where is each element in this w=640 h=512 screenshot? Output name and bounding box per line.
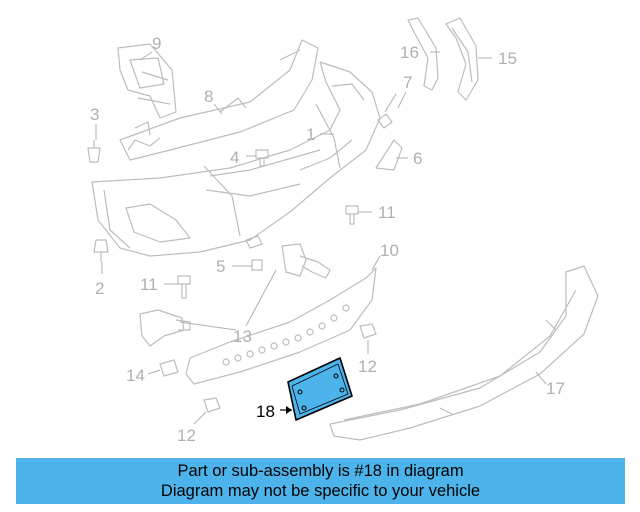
part-14-bolt: [159, 359, 179, 377]
part-17-spoiler: [329, 265, 599, 441]
callout-4: 4: [230, 148, 239, 167]
part-7-clip: [377, 93, 397, 129]
callout-12-upper: 12: [358, 357, 377, 376]
callout-numbers: 9 8 3 4 1 6 7 16 15 11 2 11 5 10 13 14 1…: [90, 34, 565, 445]
part-10-reinforcement: [185, 267, 377, 385]
callout-16: 16: [400, 43, 419, 62]
part-15-molding: [445, 17, 479, 101]
callout-10: 10: [380, 241, 399, 260]
callout-9: 9: [152, 34, 161, 53]
callout-3: 3: [90, 105, 99, 124]
part-13-bracket-right: [281, 243, 331, 279]
part-11-bolt-upper: [345, 205, 359, 225]
callout-11-upper: 11: [378, 203, 396, 222]
callout-18: 18: [256, 402, 275, 421]
part-18-license-bracket[interactable]: [287, 357, 353, 421]
banner-line-1: Part or sub-assembly is #18 in diagram: [177, 462, 464, 480]
part-1-bumper-cover: [91, 61, 381, 257]
part-8-absorber: [119, 39, 319, 161]
callout-5: 5: [216, 257, 225, 276]
callout-6: 6: [413, 149, 422, 168]
part-12-nut-upper: [359, 323, 377, 339]
banner-line-2: Diagram may not be specific to your vehi…: [160, 482, 481, 500]
part-2-fastener: [93, 239, 109, 262]
part-16-molding: [407, 17, 439, 91]
callout-11-lower: 11: [140, 275, 158, 294]
callout-7: 7: [403, 73, 412, 92]
callout-17: 17: [546, 379, 565, 398]
part-11-bolt-lower: [177, 275, 191, 299]
callout-12-lower: 12: [177, 426, 196, 445]
callout-15: 15: [498, 49, 517, 68]
part-12-nut-lower: [203, 397, 221, 413]
callout-1: 1: [306, 125, 315, 144]
callout-8: 8: [204, 87, 213, 106]
part-6-cap: [375, 139, 403, 171]
part-4-bolt: [255, 149, 269, 167]
leader-lines: [95, 51, 547, 425]
info-banner: Part or sub-assembly is #18 in diagram D…: [16, 458, 625, 504]
callout-13: 13: [233, 327, 252, 346]
part-13-bracket-left: [139, 309, 191, 347]
part-3-fastener: [87, 140, 101, 163]
part-5-fastener: [251, 259, 263, 271]
parts-diagram: 9 8 3 4 1 6 7 16 15 11 2 11 5 10 13 14 1…: [87, 17, 599, 445]
callout-14: 14: [126, 366, 145, 385]
part-9-bracket: [117, 43, 177, 119]
callout-2: 2: [95, 279, 104, 298]
